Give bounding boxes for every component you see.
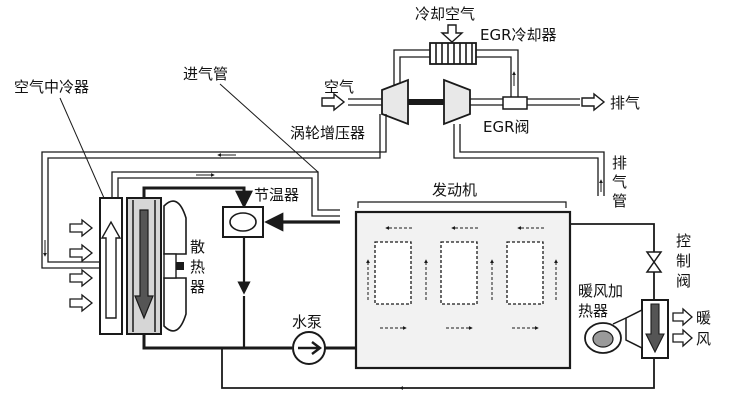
exhaust-label: 排气 [610, 94, 640, 112]
intercooler-air-arrow-icon-1 [69, 218, 94, 238]
control-valve-label-2: 制 [676, 252, 691, 270]
control-valve [645, 251, 663, 273]
warm-air-arrow-icon-2 [672, 328, 693, 348]
engine-label: 发动机 [432, 181, 477, 199]
turbocharger [381, 78, 471, 126]
egr-cooler [429, 42, 477, 65]
cooling-air-arrow-icon [440, 24, 464, 43]
warm-air-arrow-icon-1 [672, 307, 693, 327]
intercooler-air-arrow-icon-2 [69, 243, 94, 263]
engine-block [354, 210, 572, 370]
intake-pipe-label: 进气管 [183, 65, 228, 83]
exhaust-pipe-label-3: 管 [612, 192, 627, 210]
control-valve-label-1: 控 [676, 232, 691, 250]
exhaust-pipe-label-2: 气 [612, 173, 627, 191]
exhaust-pipe-label-1: 排 [612, 154, 627, 172]
warm-air-label-2: 风 [696, 330, 711, 348]
warm-air-label-1: 暖 [696, 309, 711, 327]
intercooler-air-arrow-icon-3 [69, 268, 94, 288]
radiator-label-2: 热 [190, 258, 205, 276]
control-valve-label-3: 阀 [676, 272, 691, 290]
pump-impeller-icon [292, 331, 326, 365]
charge-air-cooler-label: 空气中冷器 [14, 78, 89, 96]
cooling-air-label: 冷却空气 [415, 5, 475, 23]
thermostat-label: 节温器 [254, 186, 299, 204]
egr-valve-label: EGR阀 [483, 118, 530, 136]
heater-core-label-1: 暖风加 [578, 282, 623, 300]
air-label: 空气 [324, 78, 354, 96]
egr-valve [502, 96, 528, 110]
radiator-fan-icon [163, 200, 187, 332]
radiator-label-1: 散 [190, 238, 205, 256]
heater-core-label-2: 热器 [578, 302, 608, 320]
egr-cooler-label: EGR冷却器 [480, 26, 557, 44]
water-pump-label: 水泵 [292, 313, 322, 331]
heater-core [641, 299, 669, 359]
radiator-label-3: 器 [190, 278, 205, 296]
intercooler-air-arrow-icon-4 [69, 293, 94, 313]
engine-head-bracket [357, 201, 567, 208]
heater-blower-icon [584, 308, 643, 354]
air-inlet-arrow-icon [321, 92, 346, 112]
radiator [126, 197, 162, 335]
turbocharger-label: 涡轮增压器 [290, 124, 365, 142]
thermostat [222, 206, 264, 238]
exhaust-arrow-icon [581, 92, 606, 112]
charge-air-cooler [99, 197, 123, 335]
